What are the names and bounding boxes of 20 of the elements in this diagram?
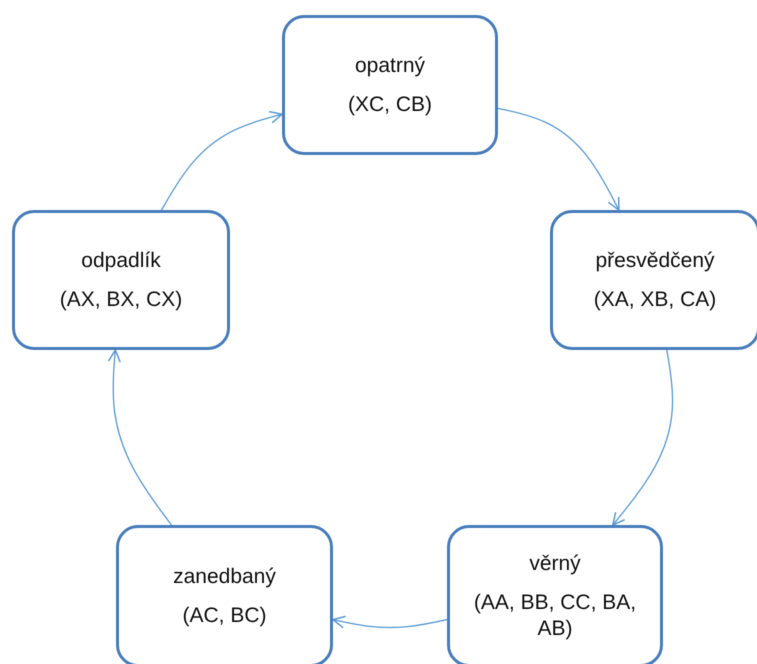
state-codes: (XC, CB) [348, 92, 432, 118]
state-name: přesvědčený [595, 248, 715, 273]
state-box [12, 210, 230, 350]
state-codes: (AC, BC) [182, 603, 266, 628]
state-box [550, 210, 757, 350]
state-box [282, 15, 498, 155]
state-box [447, 525, 663, 664]
state-name: odpadlík [81, 248, 161, 273]
state-name: opatrný [354, 52, 426, 78]
arrow [612, 350, 674, 526]
arrow [332, 616, 448, 629]
state-codes: (AX, BX, CX) [60, 287, 182, 312]
state-name: věrný [529, 551, 581, 576]
state-codes: (XA, XB, CA) [594, 287, 716, 312]
state-name: zanedbaný [173, 564, 276, 589]
arrow [160, 110, 283, 210]
state-codes: (AA, BB, CC, BA, AB) [472, 590, 638, 641]
arrow [108, 349, 172, 526]
arrow [498, 108, 620, 211]
state-box [116, 525, 333, 664]
